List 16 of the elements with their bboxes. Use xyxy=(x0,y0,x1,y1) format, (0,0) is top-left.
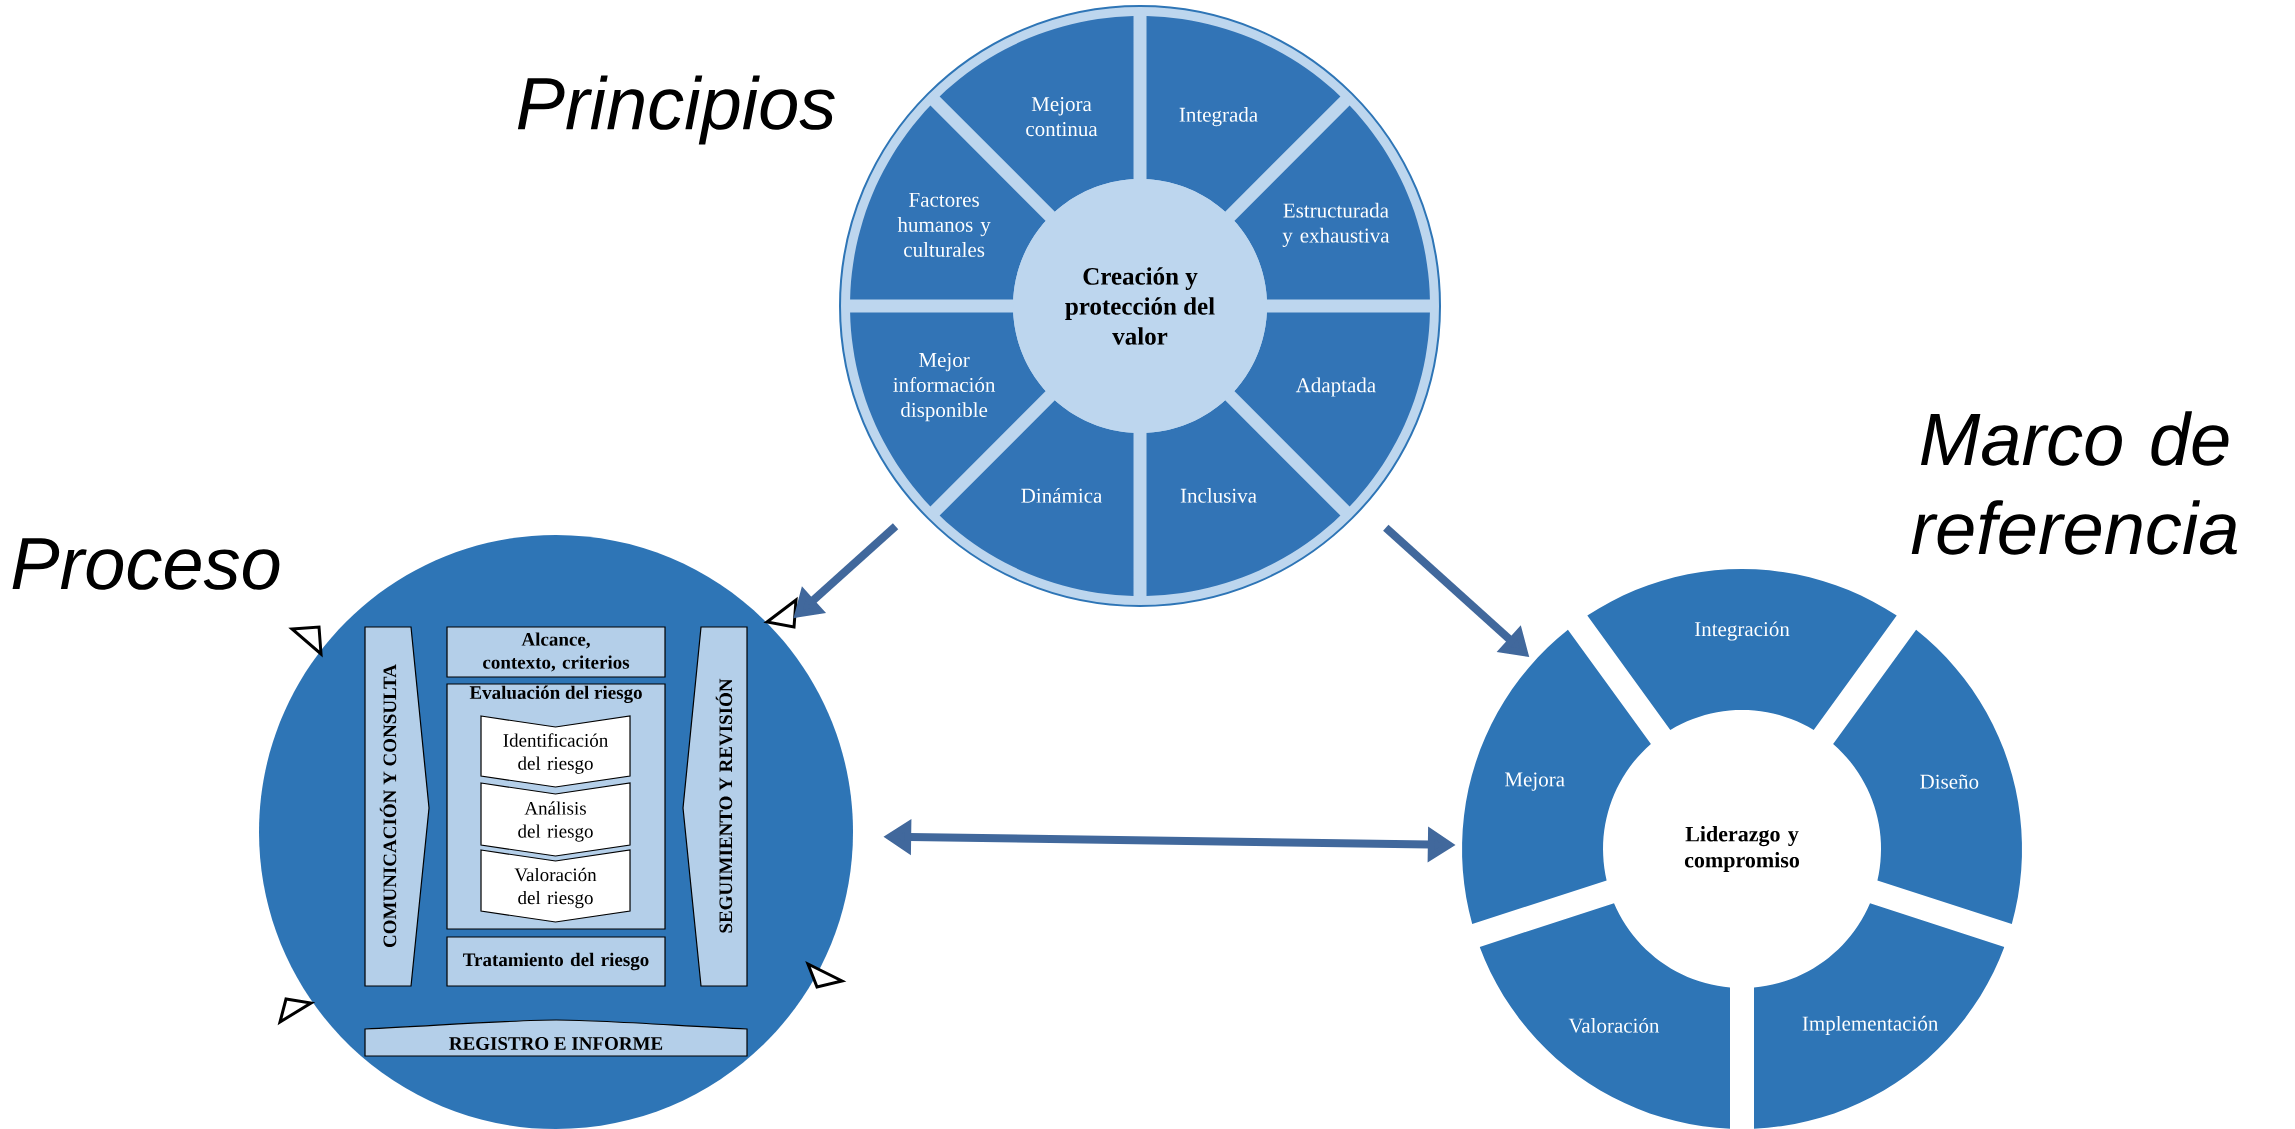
node-label: Principios xyxy=(517,75,835,145)
segment-label: Diseño xyxy=(1920,774,1979,789)
segment-label: Implementación xyxy=(1802,1015,1939,1035)
step-box: Tratamiento del riesgo xyxy=(446,936,666,987)
center-label: Liderazgo y compromiso xyxy=(1684,826,1800,872)
segment-label: Integración xyxy=(1694,621,1790,641)
heading: Marco de referencia xyxy=(1911,411,2237,555)
segment-label: Mejora xyxy=(1505,772,1565,791)
chevron-step: Análisis del riesgo xyxy=(480,782,631,857)
side-arrow-bar: SEGUIMIENTO Y REVISIÓN xyxy=(682,626,748,987)
side-arrow-bar: COMUNICACIÓN Y CONSULTA xyxy=(364,626,430,987)
wheel-segment: Inclusiva xyxy=(1146,400,1341,596)
node-label: Proceso xyxy=(12,538,280,590)
chevron-step: Identificación del riesgo xyxy=(480,715,631,788)
step-box: Alcance, contexto, criterios xyxy=(446,626,666,678)
chevron-step: Valoración del riesgo xyxy=(480,849,631,923)
